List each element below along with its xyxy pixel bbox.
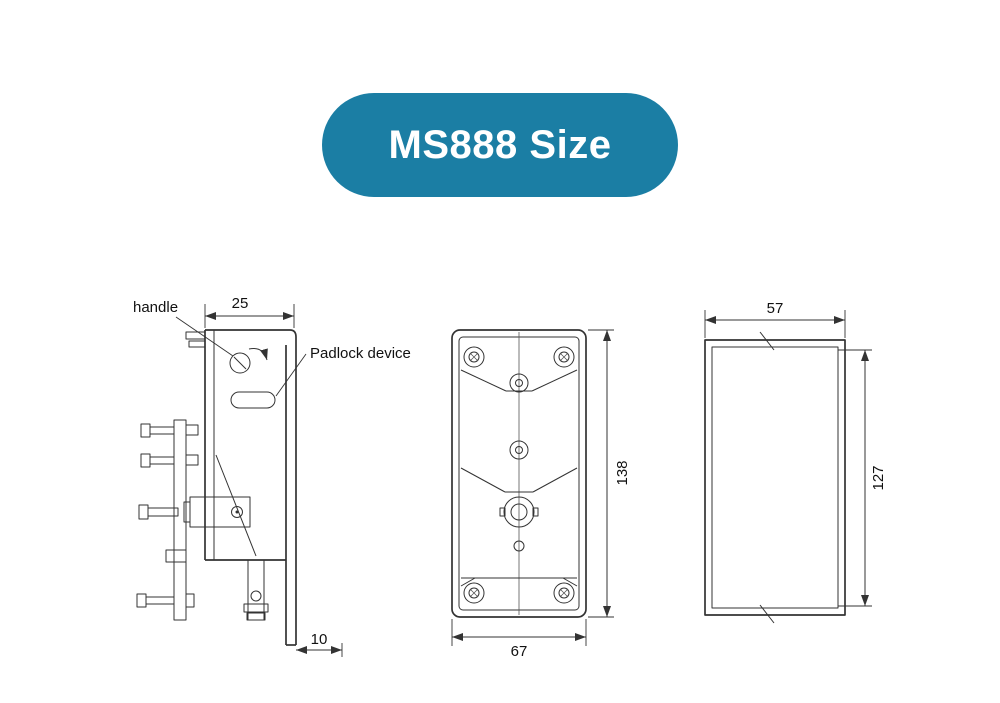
front-view-dim-height: 138	[588, 329, 631, 618]
screw-top-right	[553, 346, 575, 368]
back-dim-width-label: 57	[767, 300, 784, 317]
side-view-dim-top: 25	[204, 295, 295, 328]
title-banner: MS888 Size	[322, 93, 678, 197]
front-dim-height-label: 138	[614, 460, 631, 485]
front-dim-width-label: 67	[511, 643, 528, 660]
back-dim-height-label: 127	[870, 465, 887, 490]
side-dim-bottom-label: 10	[311, 631, 328, 648]
screw-bottom-right	[553, 582, 575, 604]
padlock-leader-line	[275, 353, 307, 397]
back-outer-outline	[704, 339, 846, 616]
screw-bottom-left	[463, 582, 485, 604]
bottom-bracket	[243, 559, 269, 621]
back-view-dim-width: 57	[704, 300, 846, 338]
front-recess-lines	[460, 369, 578, 587]
front-view: 138 67	[451, 329, 631, 660]
banner-title: MS888 Size	[388, 122, 612, 167]
side-dim-top-label: 25	[232, 295, 249, 312]
padlock-slot	[230, 391, 276, 409]
side-view-body	[204, 329, 297, 646]
lock-cylinder	[499, 496, 539, 528]
side-view: 25 handle	[133, 295, 411, 657]
front-center-fasteners	[499, 373, 539, 552]
handle-label: handle	[133, 299, 178, 316]
back-view-dim-height: 127	[838, 349, 887, 607]
side-view-dim-bottom: 10	[296, 631, 343, 657]
top-latch-parts	[185, 331, 206, 348]
front-corner-screws	[463, 346, 575, 604]
screw-top-left	[463, 346, 485, 368]
front-outer-outline	[451, 329, 587, 618]
side-terminals	[136, 419, 251, 621]
back-view: 57 127	[704, 300, 887, 624]
back-inner-outline	[711, 346, 839, 609]
padlock-label: Padlock device	[310, 345, 411, 362]
front-view-dim-width: 67	[451, 619, 587, 660]
handle-mechanism	[229, 348, 268, 374]
break-marks	[759, 331, 775, 624]
